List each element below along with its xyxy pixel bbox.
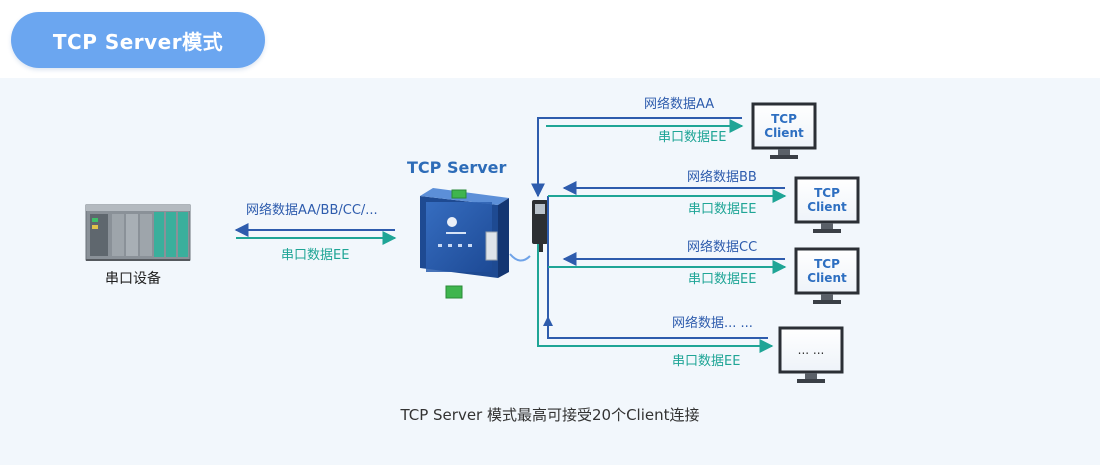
trunk-network-line: [531, 117, 742, 198]
client4-screen-line1: ... ...: [797, 343, 825, 357]
serial-device-icon: [85, 204, 191, 261]
client2-network-label: 网络数据BB: [687, 170, 757, 185]
client-monitor-icon-1: [751, 102, 817, 159]
serial-device-label: 串口设备: [105, 271, 161, 287]
client-monitor-icon-3: [794, 247, 860, 304]
client2-screen-text: TCP Client: [799, 186, 855, 214]
diagram-panel: [0, 78, 1100, 465]
client4-network-label: 网络数据... ...: [672, 316, 753, 331]
client2-serial-label: 串口数据EE: [688, 202, 757, 217]
connection-curve-icon: [509, 253, 531, 262]
client4-network-arrowhead: [543, 316, 553, 326]
ethernet-connector-icon: [532, 200, 548, 252]
client1-screen-line2: Client: [764, 126, 804, 140]
client1-screen-text: TCP Client: [756, 112, 812, 140]
server-device-icon: [420, 188, 509, 299]
trunk-serial-line: [537, 244, 774, 353]
client4-network-arrow: [547, 324, 768, 339]
client4-screen-text: ... ...: [783, 343, 839, 357]
client3-network-label: 网络数据CC: [687, 240, 758, 255]
client3-screen-line2: Client: [807, 271, 847, 285]
server-label: TCP Server: [407, 158, 507, 177]
left-serial-label: 串口数据EE: [281, 248, 350, 263]
client4-serial-label: 串口数据EE: [672, 354, 741, 369]
diagram-caption: TCP Server 模式最高可接受20个Client连接: [400, 406, 700, 424]
client2-screen-line1: TCP: [814, 186, 840, 200]
client-monitor-icon-2: [794, 176, 860, 233]
client3-screen-text: TCP Client: [799, 257, 855, 285]
client1-screen-line1: TCP: [771, 112, 797, 126]
client-monitor-icon-4: [778, 326, 844, 383]
client3-screen-line1: TCP: [814, 257, 840, 271]
client2-screen-line2: Client: [807, 200, 847, 214]
client3-serial-label: 串口数据EE: [688, 272, 757, 287]
left-network-label: 网络数据AA/BB/CC/...: [246, 203, 378, 218]
client1-serial-label: 串口数据EE: [658, 130, 727, 145]
mode-title-badge: TCP Server模式: [11, 12, 265, 68]
client1-network-label: 网络数据AA: [644, 97, 715, 112]
